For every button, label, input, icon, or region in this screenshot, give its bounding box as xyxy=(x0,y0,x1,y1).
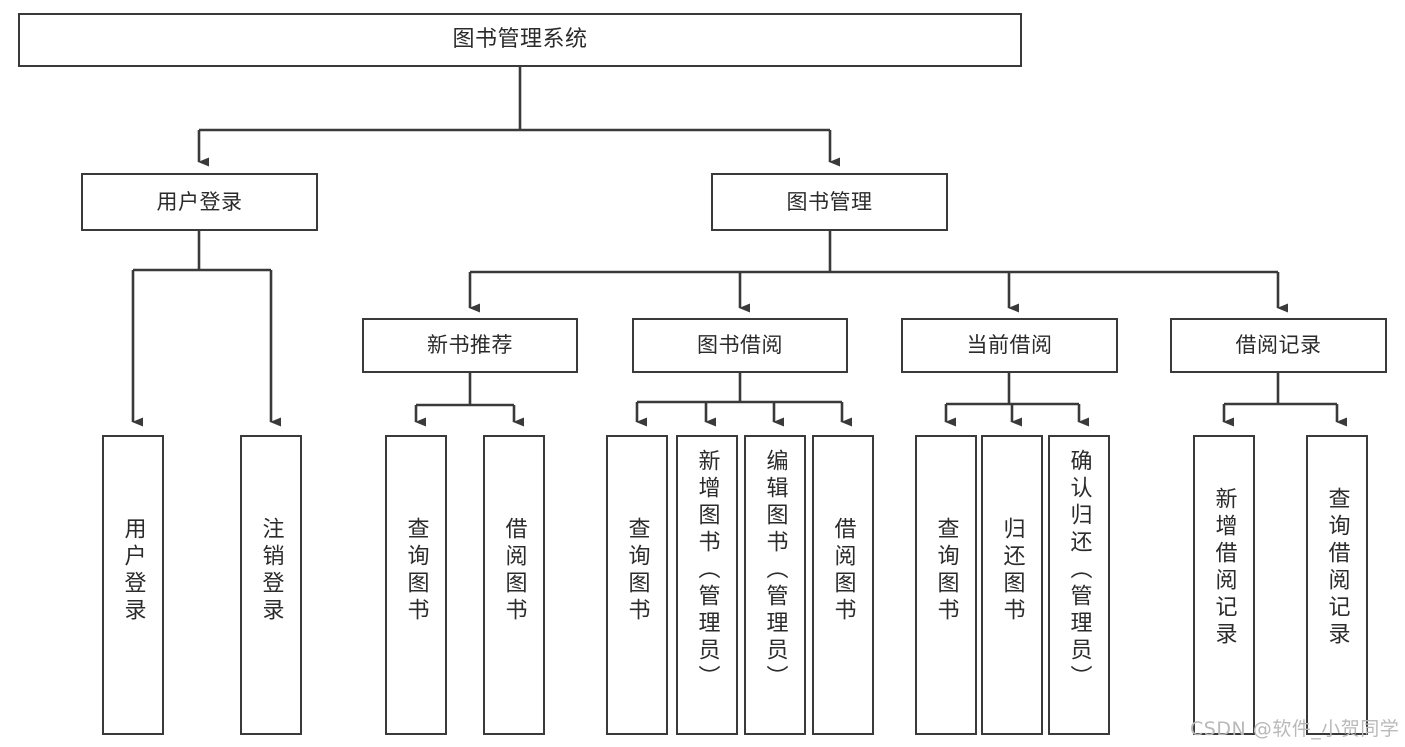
leaf-confirm-return-admin-label: 确认归还（管理员） xyxy=(1066,449,1092,692)
leaf-edit-book-admin-label: 编辑图书（管理员） xyxy=(762,449,788,692)
node-borrow-record[interactable]: 借阅记录 xyxy=(1170,318,1387,373)
leaf-confirm-return-admin[interactable]: 确认归还（管理员） xyxy=(1048,435,1110,735)
csdn-watermark: CSDN @软件_小贺同学 xyxy=(1190,718,1400,740)
leaf-add-borrow-record-label: 新增借阅记录 xyxy=(1211,487,1237,649)
leaf-query-book-3[interactable]: 查询图书 xyxy=(915,435,977,735)
leaf-query-book-3-label: 查询图书 xyxy=(933,517,959,625)
leaf-query-book-1[interactable]: 查询图书 xyxy=(385,435,447,735)
leaf-query-book-2-label: 查询图书 xyxy=(624,517,650,625)
leaf-user-login-label: 用户登录 xyxy=(120,517,146,625)
node-book-manage[interactable]: 图书管理 xyxy=(711,173,948,231)
node-borrow-record-label: 借阅记录 xyxy=(1235,333,1322,358)
leaf-user-login[interactable]: 用户登录 xyxy=(102,435,164,735)
node-root[interactable]: 图书管理系统 xyxy=(18,13,1022,67)
node-current-borrow[interactable]: 当前借阅 xyxy=(901,318,1118,373)
node-new-book-recommend-label: 新书推荐 xyxy=(427,333,513,358)
leaf-query-borrow-record[interactable]: 查询借阅记录 xyxy=(1306,435,1368,735)
node-new-book-recommend[interactable]: 新书推荐 xyxy=(362,318,578,373)
node-user-login-label: 用户登录 xyxy=(156,189,243,214)
node-book-manage-label: 图书管理 xyxy=(786,189,873,214)
leaf-query-book-2[interactable]: 查询图书 xyxy=(606,435,668,735)
leaf-borrow-book-1[interactable]: 借阅图书 xyxy=(483,435,545,735)
node-book-borrow[interactable]: 图书借阅 xyxy=(632,318,848,373)
leaf-logout-login-label: 注销登录 xyxy=(258,517,284,625)
leaf-query-book-1-label: 查询图书 xyxy=(403,517,429,625)
leaf-add-book-admin-label: 新增图书（管理员） xyxy=(694,449,720,692)
leaf-borrow-book-1-label: 借阅图书 xyxy=(501,517,527,625)
leaf-add-borrow-record[interactable]: 新增借阅记录 xyxy=(1193,435,1255,735)
leaf-edit-book-admin[interactable]: 编辑图书（管理员） xyxy=(744,435,806,735)
node-root-label: 图书管理系统 xyxy=(452,27,588,53)
leaf-return-book[interactable]: 归还图书 xyxy=(981,435,1043,735)
leaf-borrow-book-2-label: 借阅图书 xyxy=(830,517,856,625)
leaf-logout-login[interactable]: 注销登录 xyxy=(240,435,302,735)
leaf-borrow-book-2[interactable]: 借阅图书 xyxy=(812,435,874,735)
leaf-return-book-label: 归还图书 xyxy=(999,517,1025,625)
node-current-borrow-label: 当前借阅 xyxy=(966,333,1053,358)
leaf-add-book-admin[interactable]: 新增图书（管理员） xyxy=(676,435,738,735)
node-book-borrow-label: 图书借阅 xyxy=(697,333,783,358)
node-user-login[interactable]: 用户登录 xyxy=(81,173,318,231)
leaf-query-borrow-record-label: 查询借阅记录 xyxy=(1324,487,1350,649)
